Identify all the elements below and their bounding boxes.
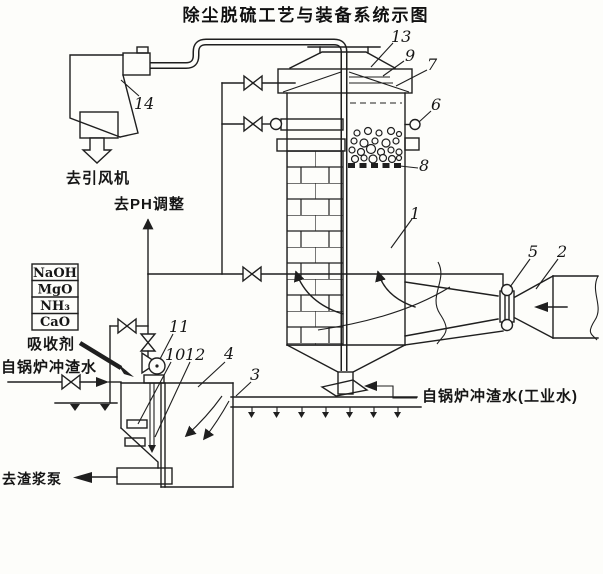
mist-eliminator-plates [282,71,410,93]
absorbent-arrow [78,341,134,377]
stack-cap [289,46,396,69]
table-row-naoh: NaOH [33,266,77,281]
spray-header-band [280,118,344,131]
demister-inlet-nub [136,46,149,54]
part-2: 2 [556,242,567,261]
duct-break-wave [435,261,447,345]
part-5: 5 [528,242,538,261]
demister-unit [69,46,151,164]
slurry-tank [73,382,234,488]
gas-outlet-pipe [150,38,348,371]
diagram-title: 除尘脱硫工艺与装备系统示图 [183,5,430,25]
demister-body [69,54,124,138]
part-3: 3 [250,365,260,384]
demister-inlet-box [122,52,151,76]
tank-flow-arrow-1 [184,395,223,438]
tank-baffle-lower [124,437,146,447]
table-row-mgo: MgO [38,283,73,298]
flange-bolt-top [500,283,514,297]
part-12: 12 [185,345,205,364]
outlet-pedestal [320,379,369,397]
part-8: 8 [419,156,429,175]
anchor-marks [248,407,401,418]
industrial-water-line [364,381,417,399]
part-4: 4 [223,344,234,363]
part-numbers: 1 2 3 4 5 6 7 8 9 10 11 12 13 14 [134,27,567,384]
foundation [54,396,422,418]
part-1: 1 [410,204,420,223]
label-to-ph-adjust: 去PH调整 [114,195,185,213]
flange-bolt-bottom [500,318,514,332]
down-arrow-to-fan-icon [81,137,113,164]
leader-lines [120,42,559,438]
brick-packing-column [286,150,344,346]
valve-recirculation [242,265,262,283]
valve-branch [117,317,137,335]
gas-flow-arrow [534,302,548,312]
part-11: 11 [169,317,189,336]
part-9: 9 [405,46,415,65]
spray-feed-piping [7,74,406,453]
label-industrial-water: 自锅炉冲渣水(工业水) [422,387,578,405]
label-to-slurry-pump: 去渣浆泵 [2,471,62,487]
table-row-nh3: NH₃ [40,299,70,314]
part-7: 7 [427,55,438,74]
absorber-tower [269,46,421,397]
packing-balls [348,126,403,164]
nozzle-right [409,118,421,131]
metering-pump [141,351,166,384]
side-stub [404,137,420,151]
tank-flow-arrow-2 [202,400,230,441]
tower-cone [286,344,406,373]
gas-streamline [317,286,451,331]
to-slurry-pump-arrow [73,472,92,483]
absorbent-table: NaOH MgO NH₃ CaO [31,263,79,331]
tank-outlet-pipe [116,467,173,485]
top-cover [277,68,413,94]
tank-divider [160,382,166,488]
dip-pipe-arrow [148,445,156,453]
label-absorbent: 吸收剂 [27,335,75,353]
part-14: 14 [134,94,154,113]
spray-nozzle-left [269,117,283,131]
gas-upflow-arrow-left [293,270,344,315]
table-row-cao: CaO [40,315,70,330]
label-water-from-boiler: 自锅炉冲渣水 [1,358,97,376]
industrial-water-arrow [364,381,377,391]
part-6: 6 [431,95,441,114]
inlet-venturi-duct [317,261,599,346]
label-to-induced-fan: 去引风机 [66,169,130,187]
valve-mid-spray [243,115,263,133]
valve-dosing-vertical [139,333,157,352]
part-10: 10 [165,345,185,364]
dip-pipe [149,383,155,446]
duct-break-edge [589,275,599,341]
valve-top-spray [243,74,263,92]
ground-mark [70,404,80,411]
tank-baffle-upper [126,419,148,429]
part-13: 13 [391,27,411,46]
gas-upflow-arrow-right [375,270,416,308]
ground-mark [100,404,110,411]
valve-water-feed [61,373,81,391]
water-feed-arrow [96,377,109,387]
